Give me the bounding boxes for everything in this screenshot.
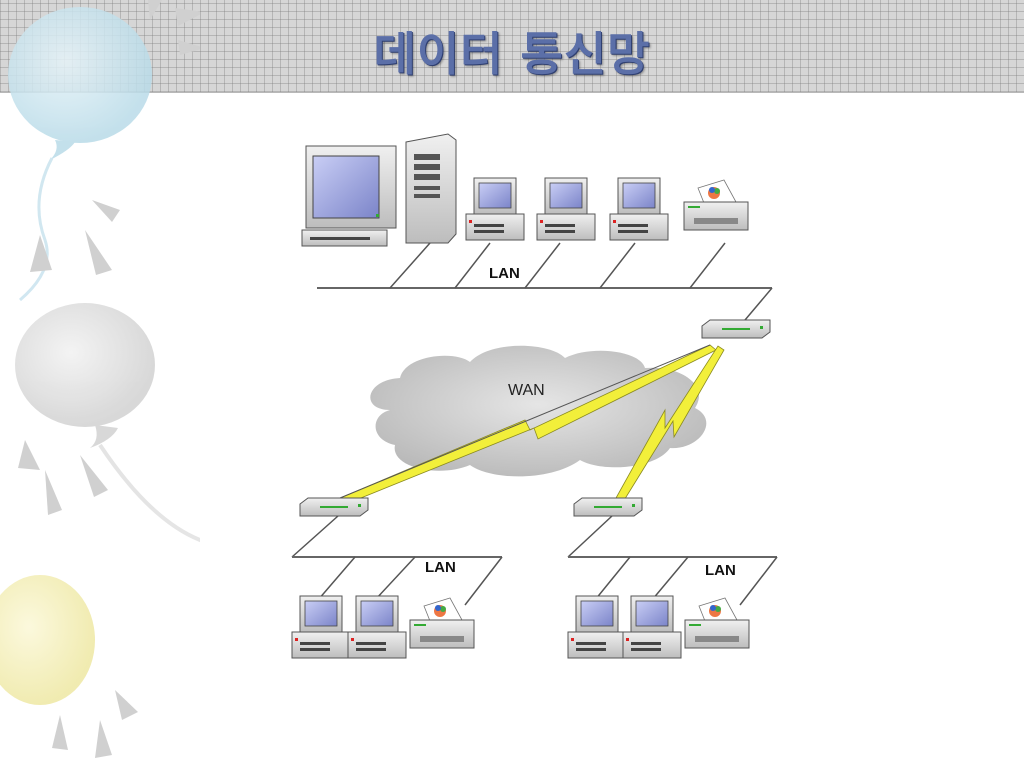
blue-balloon (8, 7, 152, 302)
lan-label-bottom-right: LAN (705, 562, 736, 579)
network-diagram: LAN WAN LAN LAN (291, 133, 778, 659)
lan-label-top: LAN (489, 265, 520, 282)
header-grid-band (0, 0, 1024, 93)
wan-links (339, 344, 725, 505)
router-icon (573, 497, 643, 517)
pc-icon (609, 177, 669, 241)
pc-icon (536, 177, 596, 241)
server-tower-icon (405, 133, 457, 244)
printer-icon (684, 597, 750, 649)
bottom-left-lan: LAN (291, 497, 503, 659)
printer-icon (683, 179, 749, 231)
yellow-balloon (0, 575, 95, 705)
bottom-right-lan: LAN (567, 497, 778, 659)
top-lan: LAN (301, 133, 773, 321)
router-icon (299, 497, 369, 517)
wan-cloud: WAN (370, 345, 707, 477)
balloon-decoration (0, 0, 200, 758)
sparkle-shapes (18, 0, 200, 758)
pc-icon (567, 595, 627, 659)
pc-icon (622, 595, 682, 659)
printer-icon (409, 597, 475, 649)
pc-icon (465, 177, 525, 241)
wan-router-icon (701, 319, 771, 339)
wan-label: WAN (508, 382, 545, 399)
pc-icon (347, 595, 407, 659)
slide-title: 데이터 통신망 (373, 27, 651, 81)
lan-label-bottom-left: LAN (425, 559, 456, 576)
pc-icon (291, 595, 351, 659)
workstation-monitor-icon (301, 145, 397, 247)
gray-balloon (15, 303, 200, 543)
